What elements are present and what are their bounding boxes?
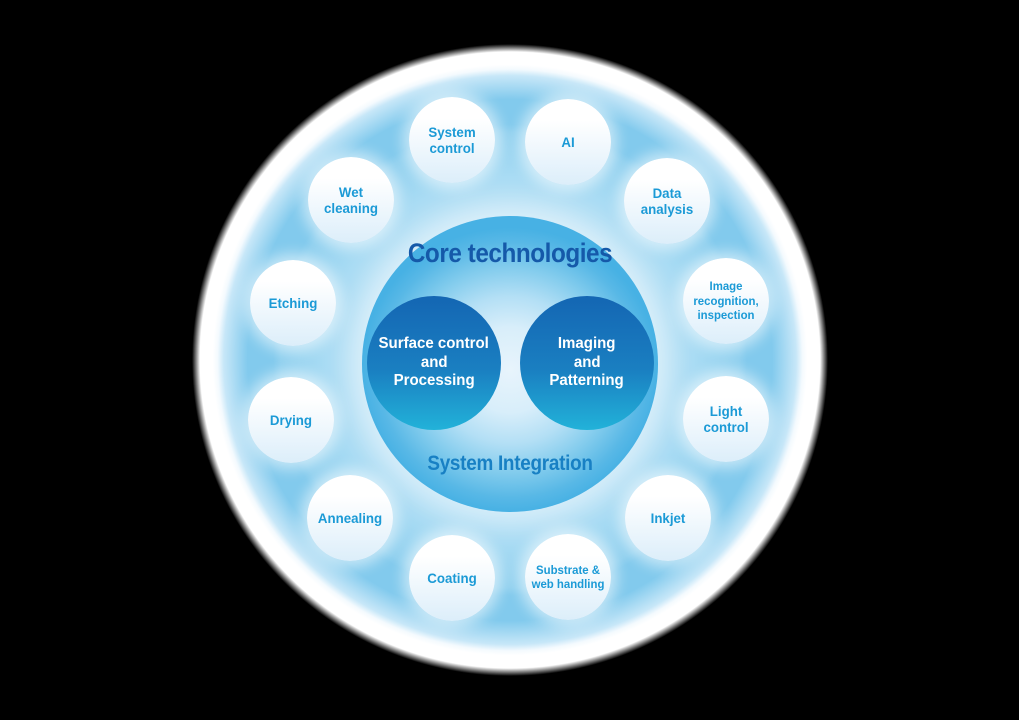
satellite-label: Substrate & web handling bbox=[531, 562, 605, 591]
satellite-label: Coating bbox=[427, 569, 477, 586]
satellite-substrate-web-handling: Substrate & web handling bbox=[525, 534, 611, 620]
satellite-label: Wet cleaning bbox=[324, 183, 378, 216]
satellite-data-analysis: Data analysis bbox=[624, 158, 710, 244]
imaging-patterning-circle: Imaging and Patterning bbox=[520, 296, 654, 430]
satellite-label: Image recognition, inspection bbox=[693, 279, 759, 323]
satellite-label: Inkjet bbox=[650, 509, 686, 526]
satellite-image-recognition-inspection: Image recognition, inspection bbox=[683, 258, 769, 344]
satellite-label: Drying bbox=[269, 411, 313, 428]
satellite-label: Light control bbox=[703, 402, 749, 435]
core-circle-line: Imaging bbox=[558, 334, 616, 352]
satellite-label: Data analysis bbox=[640, 184, 694, 217]
satellite-etching: Etching bbox=[250, 260, 336, 346]
satellite-inkjet: Inkjet bbox=[625, 475, 711, 561]
core-technologies-title: Core technologies bbox=[407, 238, 613, 268]
core-circle-line: and bbox=[573, 353, 601, 371]
satellite-label: Annealing bbox=[317, 509, 383, 526]
surface-control-processing-circle: Surface control and Processing bbox=[367, 296, 501, 430]
core-circle-line: Processing bbox=[393, 372, 475, 390]
core-circle-line: and bbox=[420, 353, 448, 371]
satellite-label: System control bbox=[428, 123, 476, 156]
core-circle-line: Patterning bbox=[549, 372, 625, 390]
satellite-system-control: System control bbox=[409, 97, 495, 183]
satellite-wet-cleaning: Wet cleaning bbox=[308, 157, 394, 243]
system-integration-label: System Integration bbox=[427, 452, 593, 475]
satellite-label: AI bbox=[561, 133, 575, 150]
core-circle-line: Surface control bbox=[378, 334, 490, 352]
satellite-label: Etching bbox=[268, 294, 318, 311]
satellite-light-control: Light control bbox=[683, 376, 769, 462]
satellite-ai: AI bbox=[525, 99, 611, 185]
satellite-coating: Coating bbox=[409, 535, 495, 621]
satellite-annealing: Annealing bbox=[307, 475, 393, 561]
satellite-drying: Drying bbox=[248, 377, 334, 463]
